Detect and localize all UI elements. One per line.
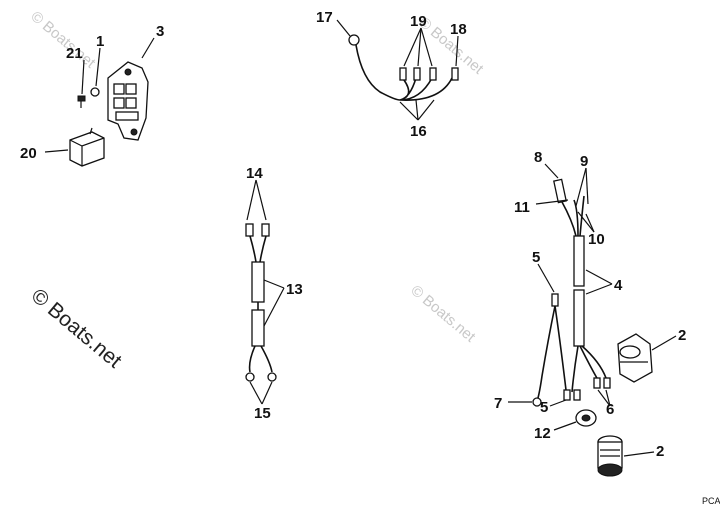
grommet-part xyxy=(575,409,597,427)
callout-7: 7 xyxy=(494,395,502,412)
callout-17: 17 xyxy=(316,9,333,26)
terminal-block-part xyxy=(107,61,149,141)
callout-11: 11 xyxy=(514,199,530,216)
boot-part-upper xyxy=(617,333,653,383)
washer-part xyxy=(90,87,100,97)
screw-part xyxy=(77,95,86,108)
callout-4: 4 xyxy=(614,277,623,294)
callout-5-upper: 5 xyxy=(532,249,540,266)
callout-13: 13 xyxy=(286,281,303,298)
callout-15: 15 xyxy=(254,405,271,422)
callout-3: 3 xyxy=(156,23,164,40)
callout-labels: 1 3 21 20 17 19 18 16 14 13 15 8 9 11 10… xyxy=(20,9,686,460)
diagram-code: PCA xyxy=(702,496,720,506)
callout-21: 21 xyxy=(66,45,83,62)
callout-16: 16 xyxy=(410,123,427,140)
right-harness-part xyxy=(532,178,611,407)
callout-1: 1 xyxy=(96,33,104,50)
callout-5-lower: 5 xyxy=(540,399,548,416)
leader-lines xyxy=(44,19,677,457)
watermark-top-left: © Boats.net xyxy=(27,8,99,72)
watermark-main: © Boats.net xyxy=(27,284,126,372)
middle-harness-part xyxy=(245,223,277,382)
callout-6: 6 xyxy=(606,401,614,418)
callout-12: 12 xyxy=(534,425,551,442)
callout-9: 9 xyxy=(580,153,588,170)
callout-10: 10 xyxy=(588,231,605,248)
watermark-mid-right: © Boats.net xyxy=(407,282,479,346)
callout-19: 19 xyxy=(410,13,427,30)
top-harness-part xyxy=(348,34,459,101)
callout-20: 20 xyxy=(20,145,37,162)
callout-2-upper: 2 xyxy=(678,327,686,344)
callout-8: 8 xyxy=(534,149,542,166)
callout-2-lower: 2 xyxy=(656,443,664,460)
connector-part-lower xyxy=(597,435,623,477)
callout-18: 18 xyxy=(450,21,467,38)
callout-14: 14 xyxy=(246,165,263,182)
relay-part xyxy=(69,127,105,167)
